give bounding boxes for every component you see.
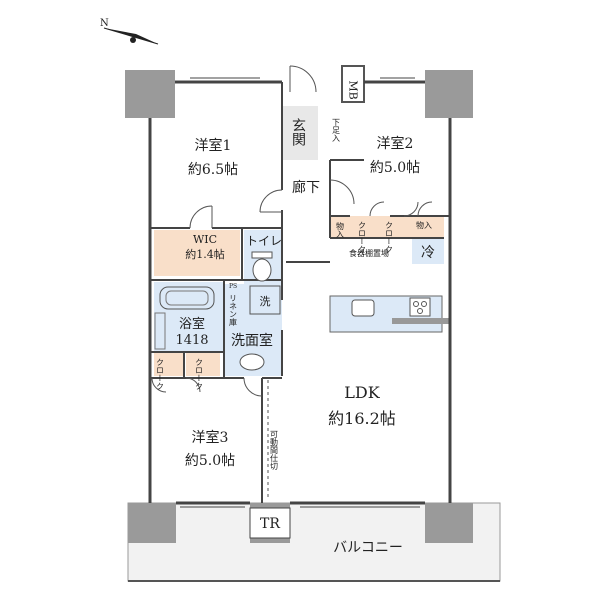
windows: [180, 77, 420, 508]
sink-basin: [239, 353, 265, 371]
bath-size: 1418: [175, 333, 208, 348]
corridor-name: 廊下: [292, 179, 320, 196]
fridge-fill: [412, 238, 444, 264]
washer-box: [249, 285, 281, 315]
closet-label-4: クローク: [195, 358, 204, 390]
outer-walls: [148, 80, 452, 505]
entrance-name: 玄関: [290, 117, 306, 147]
closet-fill-2: [186, 352, 220, 376]
western2-size: 約5.0帖: [370, 160, 420, 176]
closet-fill-4: [374, 216, 404, 238]
compass-icon: N: [100, 18, 159, 45]
storage-fill-2: [404, 216, 444, 238]
washer-label: 洗: [260, 295, 271, 308]
compass-north-label: N: [100, 18, 109, 29]
western3-name: 洋室3: [192, 429, 229, 446]
ldk-name: LDK: [344, 383, 380, 402]
western1-name: 洋室1: [195, 137, 232, 154]
tr-label: TR: [260, 516, 280, 532]
column-bottom-left: [128, 503, 176, 543]
ps-label: PS: [229, 283, 237, 290]
western1-size: 約6.5帖: [188, 162, 238, 178]
ldk-size: 約16.2帖: [328, 409, 396, 428]
column-top-right: [425, 70, 473, 118]
wic-fill: [154, 230, 240, 276]
wic-size: 約1.4帖: [185, 247, 225, 261]
closet-fill-3: [350, 216, 374, 238]
entrance-fill: [282, 106, 318, 160]
kitchen-shelf: [392, 318, 450, 324]
linen-label: リネン庫: [229, 294, 238, 327]
bath-wall-line: [154, 312, 166, 350]
western3-size: 約5.0帖: [185, 453, 235, 469]
partition-label: 可動間仕切: [270, 430, 279, 471]
storage-label-1: 物入: [336, 221, 345, 238]
pantry-label: 食器棚置場: [349, 248, 389, 258]
door-swings: [151, 65, 433, 397]
washroom-name: 洗面室: [231, 332, 273, 349]
toilet-bowl: [252, 258, 272, 282]
column-bottom-right: [425, 503, 473, 543]
closet-fill-1: [154, 352, 184, 376]
closet-label-2: クローク: [385, 221, 394, 253]
toilet-name: トイレ: [246, 234, 282, 248]
western2-name: 洋室2: [377, 135, 414, 152]
mb-block: [341, 65, 365, 103]
storage-label-2: 物入: [416, 220, 432, 230]
shoe-cabinet-label: 下足入: [332, 118, 341, 142]
sink-icon: [351, 299, 375, 317]
bath-fill: [154, 282, 224, 352]
tr-box: [249, 507, 291, 539]
bathtub-inner: [165, 290, 209, 306]
fridge-label: 冷: [421, 245, 435, 261]
storage-fill-1: [330, 216, 350, 238]
toilet-tank: [251, 251, 273, 259]
mb-label: MB: [347, 80, 360, 99]
closet-label-1: クローク: [358, 221, 367, 253]
stove-icon: [409, 297, 431, 317]
column-top-left: [125, 70, 175, 118]
bath-name: 浴室: [179, 316, 205, 332]
closet-label-3: クローク: [156, 358, 165, 390]
balcony-name: バルコニー: [333, 540, 403, 556]
bathtub: [159, 286, 215, 310]
wic-name: WIC: [193, 233, 217, 246]
